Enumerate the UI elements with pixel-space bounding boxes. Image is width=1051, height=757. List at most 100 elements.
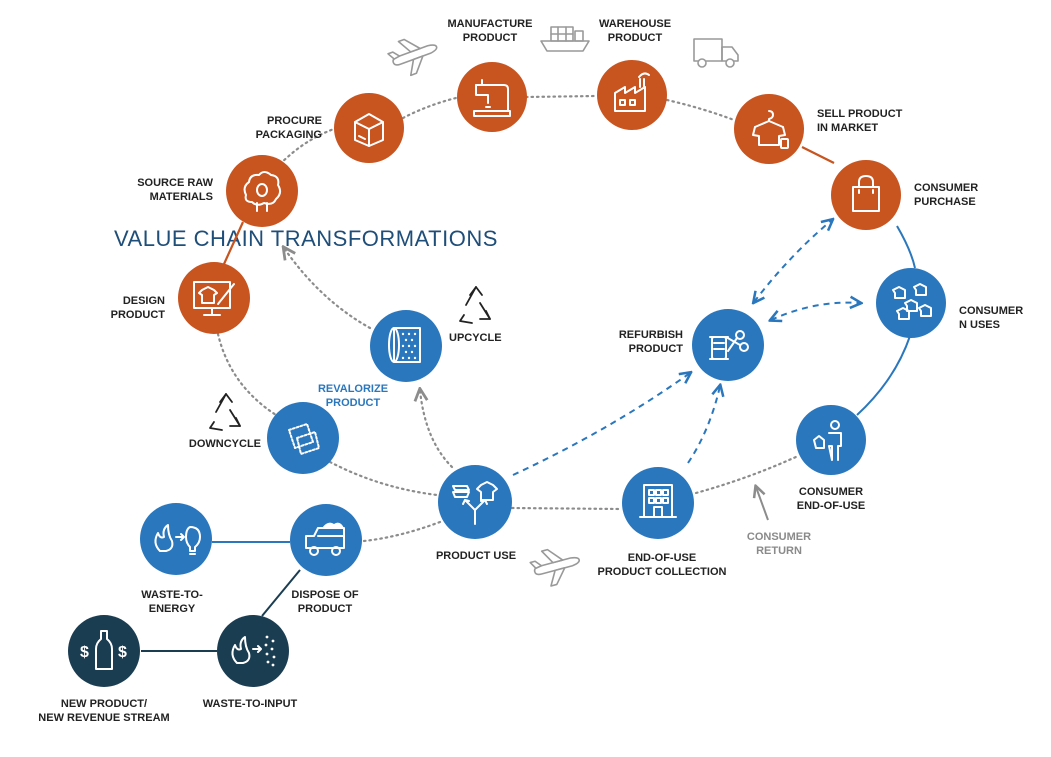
label-consumer-purchase-1: CONSUMER: [914, 182, 978, 194]
label-revalorize-product-2: PRODUCT: [326, 397, 381, 409]
node-source-raw-materials: [226, 155, 298, 227]
shirts-icon: [892, 283, 932, 320]
label-consumer-purchase-2: PURCHASE: [914, 196, 976, 208]
arrow-productuse-refurbish: [512, 373, 690, 476]
monitor-shirt-icon: [193, 281, 235, 316]
label-manufacture-product-1: MANUFACTURE: [448, 18, 533, 30]
connector-collection-consumer-eou: [694, 454, 800, 495]
connector-productuse-upcycle: [420, 390, 454, 469]
node-waste-to-input: [217, 615, 289, 687]
box-icon: [354, 113, 384, 147]
node-procure-packaging: [334, 93, 404, 163]
connector-productuse-collection: [510, 506, 623, 511]
label-procure-packaging-2: PACKAGING: [256, 129, 322, 141]
label-design-product-2: PRODUCT: [111, 309, 166, 321]
label-waste-to-energy-2: ENERGY: [149, 603, 196, 615]
connector-nuses-consumer-eou: [856, 335, 911, 416]
factory-icon: [614, 72, 650, 112]
diagram-title: VALUE CHAIN TRANSFORMATIONS: [114, 226, 498, 251]
node-manufacture-product: [457, 62, 527, 132]
node-downcycle: [267, 402, 339, 474]
label-end-of-use-collection-2: PRODUCT COLLECTION: [598, 566, 727, 578]
label-consumer-return-2: RETURN: [756, 545, 802, 557]
label-consumer-n-uses-2: N USES: [959, 319, 1000, 331]
svg-text:$: $: [80, 644, 89, 661]
truck-icon: [693, 38, 739, 68]
flame-bulb-icon: [154, 524, 201, 555]
connector-upcycle-source: [284, 248, 372, 330]
connectors: [141, 94, 916, 652]
label-waste-to-energy-1: WASTE-TO-: [141, 589, 203, 601]
label-sell-product-2: IN MARKET: [817, 122, 878, 134]
node-warehouse-product: [597, 60, 667, 130]
label-new-product-1: NEW PRODUCT/: [61, 698, 147, 710]
label-manufacture-product-2: PRODUCT: [463, 32, 518, 44]
building-icon: [639, 484, 677, 518]
label-consumer-end-of-use-1: CONSUMER: [799, 486, 863, 498]
flame-dots-icon: [231, 635, 276, 667]
connector-design-downcycle: [216, 332, 278, 417]
recycle-icon: [209, 393, 241, 431]
svg-text:$: $: [118, 644, 127, 661]
node-upcycle: [370, 310, 442, 382]
label-consumer-n-uses-1: CONSUMER: [959, 305, 1023, 317]
label-consumer-end-of-use-2: END-OF-USE: [797, 500, 865, 512]
label-refurbish-product-2: PRODUCT: [629, 343, 684, 355]
label-waste-to-input: WASTE-TO-INPUT: [203, 698, 298, 710]
label-consumer-return-1: CONSUMER: [747, 531, 811, 543]
fabric-roll-icon: [388, 327, 421, 363]
node-end-of-use-collection: [622, 467, 694, 539]
arrow-consumer-return: [756, 487, 769, 521]
patch-icon: [288, 423, 320, 455]
label-product-use: PRODUCT USE: [436, 550, 516, 562]
label-upcycle: UPCYCLE: [449, 332, 502, 344]
airplane-icon: [387, 38, 438, 77]
label-warehouse-product-2: PRODUCT: [608, 32, 663, 44]
label-refurbish-product-1: REFURBISH: [619, 329, 683, 341]
bottle-dollar-icon: $ $: [80, 630, 127, 670]
airplane-icon: [529, 548, 581, 587]
arrow-refurbish-nuses: [771, 303, 860, 320]
dump-truck-icon: [305, 522, 345, 556]
label-end-of-use-collection-1: END-OF-USE: [628, 552, 696, 564]
label-warehouse-product-1: WAREHOUSE: [599, 18, 671, 30]
node-consumer-n-uses: [876, 268, 946, 338]
recycle-icon: [459, 286, 491, 324]
node-dispose-of-product: [290, 504, 362, 576]
label-source-raw-materials-1: SOURCE RAW: [137, 177, 213, 189]
label-dispose-of-product-1: DISPOSE OF: [291, 589, 359, 601]
label-design-product-1: DESIGN: [123, 295, 165, 307]
sewing-machine-icon: [473, 79, 511, 117]
connector-source-procure: [267, 126, 339, 178]
connector-productuse-dispose: [362, 520, 442, 543]
shopping-bag-icon: [852, 175, 880, 212]
connector-procure-manufacture: [401, 95, 462, 120]
node-consumer-purchase: [831, 160, 901, 230]
connector-downcycle-productuse: [328, 460, 439, 497]
connector-source-design: [222, 221, 245, 265]
node-sell-product: [734, 94, 804, 164]
label-downcycle: DOWNCYCLE: [189, 438, 261, 450]
node-refurbish-product: [692, 309, 764, 381]
sheep-icon: [243, 171, 282, 212]
split-clothes-icon: [452, 481, 498, 525]
label-source-raw-materials-2: MATERIALS: [150, 191, 213, 203]
label-dispose-of-product-2: PRODUCT: [298, 603, 353, 615]
node-design-product: [178, 262, 250, 334]
hanger-shirt-icon: [752, 110, 789, 149]
connector-purchase-nuses: [896, 225, 916, 269]
node-new-product: $ $: [68, 615, 140, 687]
label-revalorize-product-1: REVALORIZE: [318, 383, 388, 395]
arrow-refurbish-purchase: [754, 220, 832, 302]
node-product-use: [438, 465, 512, 539]
node-consumer-end-of-use: [796, 405, 866, 475]
ship-icon: [540, 26, 590, 52]
node-waste-to-energy: [140, 503, 212, 575]
label-sell-product-1: SELL PRODUCT: [817, 108, 903, 120]
labels: SOURCE RAW MATERIALS PROCURE PACKAGING M…: [38, 18, 1023, 724]
label-new-product-2: NEW REVENUE STREAM: [38, 712, 169, 724]
arrow-collection-refurbish: [687, 386, 720, 464]
connector-dispose-input: [261, 569, 301, 617]
connector-manufacture-warehouse: [524, 94, 598, 99]
